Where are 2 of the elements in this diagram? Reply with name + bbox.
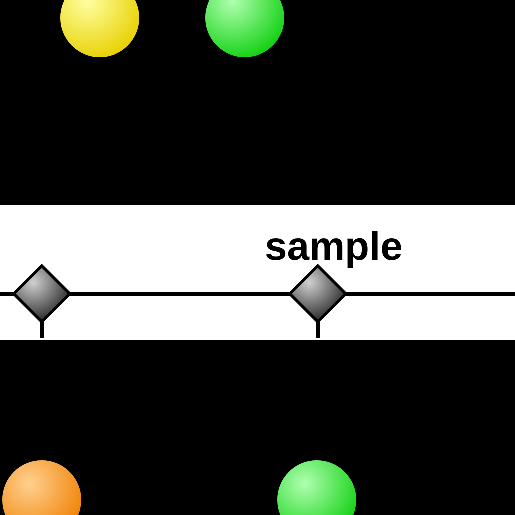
- operator-label: sample: [265, 227, 403, 267]
- operator-band: [0, 205, 515, 340]
